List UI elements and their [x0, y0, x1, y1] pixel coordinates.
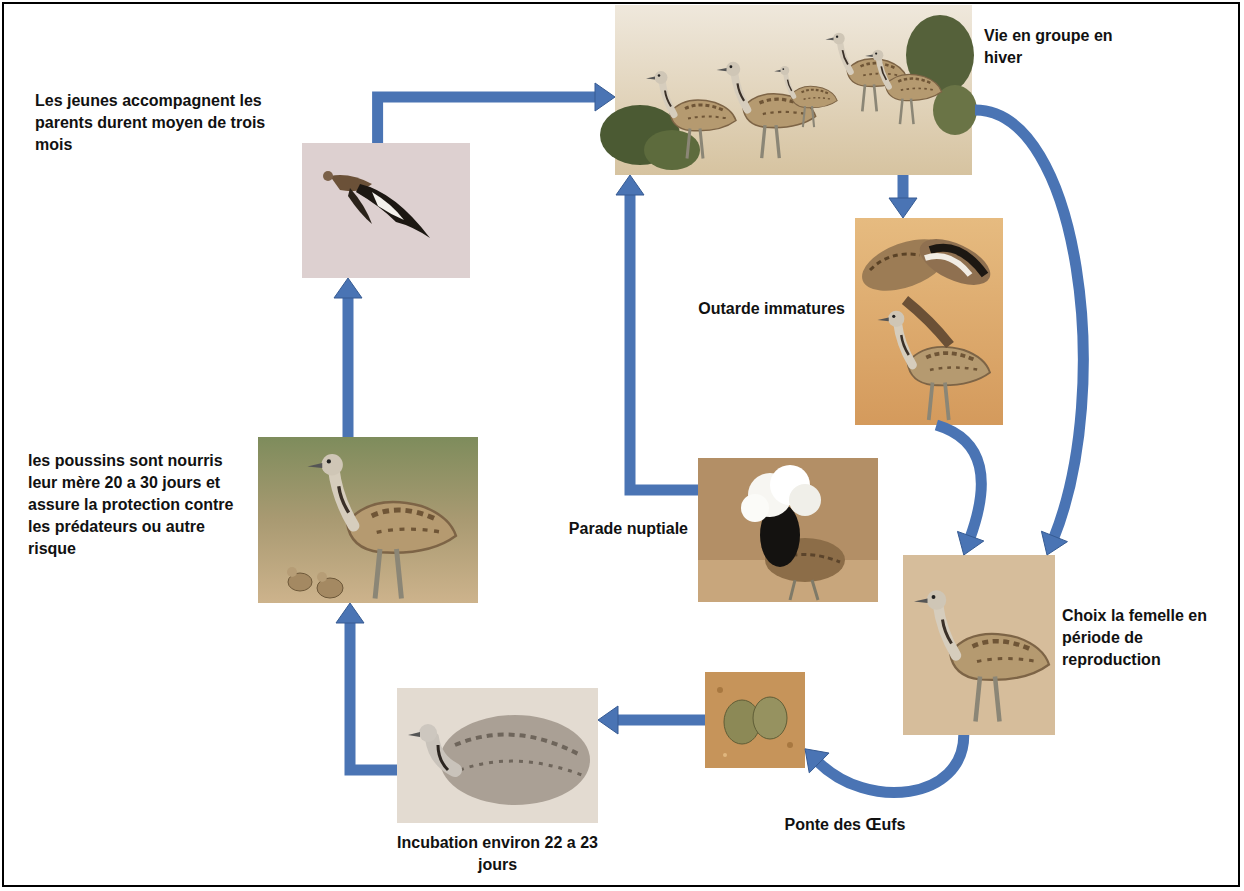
chicks-photo-part: [258, 437, 478, 603]
stage-caption: Vie en groupe en hiver: [984, 25, 1124, 69]
caption: Choix la femelle en période de reproduct…: [1062, 605, 1234, 671]
group-photo-part: [774, 66, 837, 127]
eggs-photo-part: [723, 753, 727, 757]
photo-node: Incubation environ 22 a 23 jours: [397, 688, 598, 823]
incubation-photo-part: [438, 745, 448, 770]
caption: Parade nuptiale: [520, 518, 688, 540]
group-photo-part: [865, 50, 942, 124]
display-photo-part: [741, 494, 769, 522]
flying-bird-photo: [302, 143, 470, 278]
flying-bird-photo-part: [372, 192, 404, 220]
incubation-photo-part: [432, 738, 455, 770]
display-photo: [698, 458, 878, 602]
flying-bird-photo-part: [323, 171, 333, 181]
incubation-photo: [397, 688, 598, 823]
incubation-photo-part: [408, 732, 420, 737]
arrow-head: [616, 175, 644, 195]
caption: Les jeunes accompagnent les parents dure…: [35, 90, 280, 156]
group-photo-part: [825, 33, 906, 112]
chicks-photo-part: [287, 567, 297, 577]
cycle-arrow: [898, 175, 909, 200]
flying-bird-photo-part: [356, 184, 430, 238]
photo-node: Vie en groupe en hiver: [615, 5, 972, 175]
female-photo-part: [914, 590, 1049, 721]
cycle-arrow: [378, 97, 597, 143]
stage-caption: Ponte des Œufs: [775, 814, 915, 836]
eggs-photo: [705, 672, 805, 768]
cycle-arrow: [630, 193, 698, 490]
female-photo-part: [903, 555, 1055, 735]
cycle-arrow: [343, 296, 354, 437]
mating-photo-part: [925, 256, 970, 275]
eggs-photo-part: [753, 697, 787, 739]
incubation-photo-part: [455, 735, 580, 755]
stage-caption: les poussins sont nourris leur mère 20 a…: [28, 450, 250, 560]
cycle-arrow: [975, 110, 1083, 538]
incubation-photo-part: [460, 761, 582, 775]
arrow-head: [889, 198, 917, 218]
stage-caption: Outarde immatures: [645, 298, 845, 320]
caption: Outarde immatures: [645, 298, 845, 320]
group-photo-part: [717, 62, 816, 158]
photo-node: Les jeunes accompagnent les parents dure…: [302, 143, 470, 278]
caption: Incubation environ 22 a 23 jours: [397, 832, 598, 876]
caption: les poussins sont nourris leur mère 20 a…: [28, 450, 250, 560]
display-photo-part: [789, 484, 821, 516]
stage-caption: Choix la femelle en période de reproduct…: [1062, 605, 1234, 671]
cycle-arrow: [616, 715, 705, 726]
mating-photo-part: [855, 218, 1003, 425]
photo-node: Ponte des Œufs: [705, 672, 805, 768]
group-photo-part: [646, 71, 736, 159]
eggs-photo-part: [717, 687, 723, 693]
arrow-head: [1041, 531, 1067, 555]
caption: Ponte des Œufs: [775, 814, 915, 836]
chicks-photo-part: [317, 572, 327, 582]
frame: [3, 3, 1239, 886]
photo-node: Outarde immatures: [855, 218, 1003, 425]
cycle-arrow: [818, 735, 964, 793]
group-photo-part: [644, 130, 700, 170]
mating-photo: [855, 218, 1003, 425]
incubation-photo-part: [440, 715, 590, 805]
photo-node: Choix la femelle en période de reproduct…: [903, 555, 1055, 735]
caption: Vie en groupe en hiver: [984, 25, 1124, 69]
arrow-head: [336, 603, 364, 623]
female-photo: [903, 555, 1055, 735]
flying-bird-photo-part: [302, 143, 470, 278]
arrow-head: [598, 706, 618, 734]
photo-node: Parade nuptiale: [698, 458, 878, 602]
stage-caption: Les jeunes accompagnent les parents dure…: [35, 90, 280, 156]
stage-caption: Parade nuptiale: [520, 518, 688, 540]
eggs-photo-part: [705, 672, 805, 768]
cycle-arrow: [350, 621, 397, 770]
cycle-arrow: [936, 425, 981, 538]
stage-caption: Incubation environ 22 a 23 jours: [397, 832, 598, 876]
chicks-photo-part: [307, 454, 456, 598]
arrow-head: [957, 531, 983, 555]
arrow-head: [595, 83, 615, 111]
eggs-photo-part: [787, 742, 793, 748]
photo-node: les poussins sont nourris leur mère 20 a…: [258, 437, 478, 603]
arrow-head: [805, 749, 829, 773]
display-photo-part: [698, 458, 878, 602]
arrow-head: [334, 278, 362, 298]
flying-bird-photo-part: [348, 188, 372, 224]
mating-photo-part: [913, 230, 997, 295]
group-photo: [600, 5, 977, 175]
incubation-photo-part: [397, 688, 598, 823]
mating-photo-part: [870, 254, 920, 270]
incubation-photo-part: [419, 724, 437, 742]
display-photo-part: [790, 580, 818, 600]
chicks-photo: [258, 437, 478, 603]
mating-photo-part: [905, 300, 950, 345]
